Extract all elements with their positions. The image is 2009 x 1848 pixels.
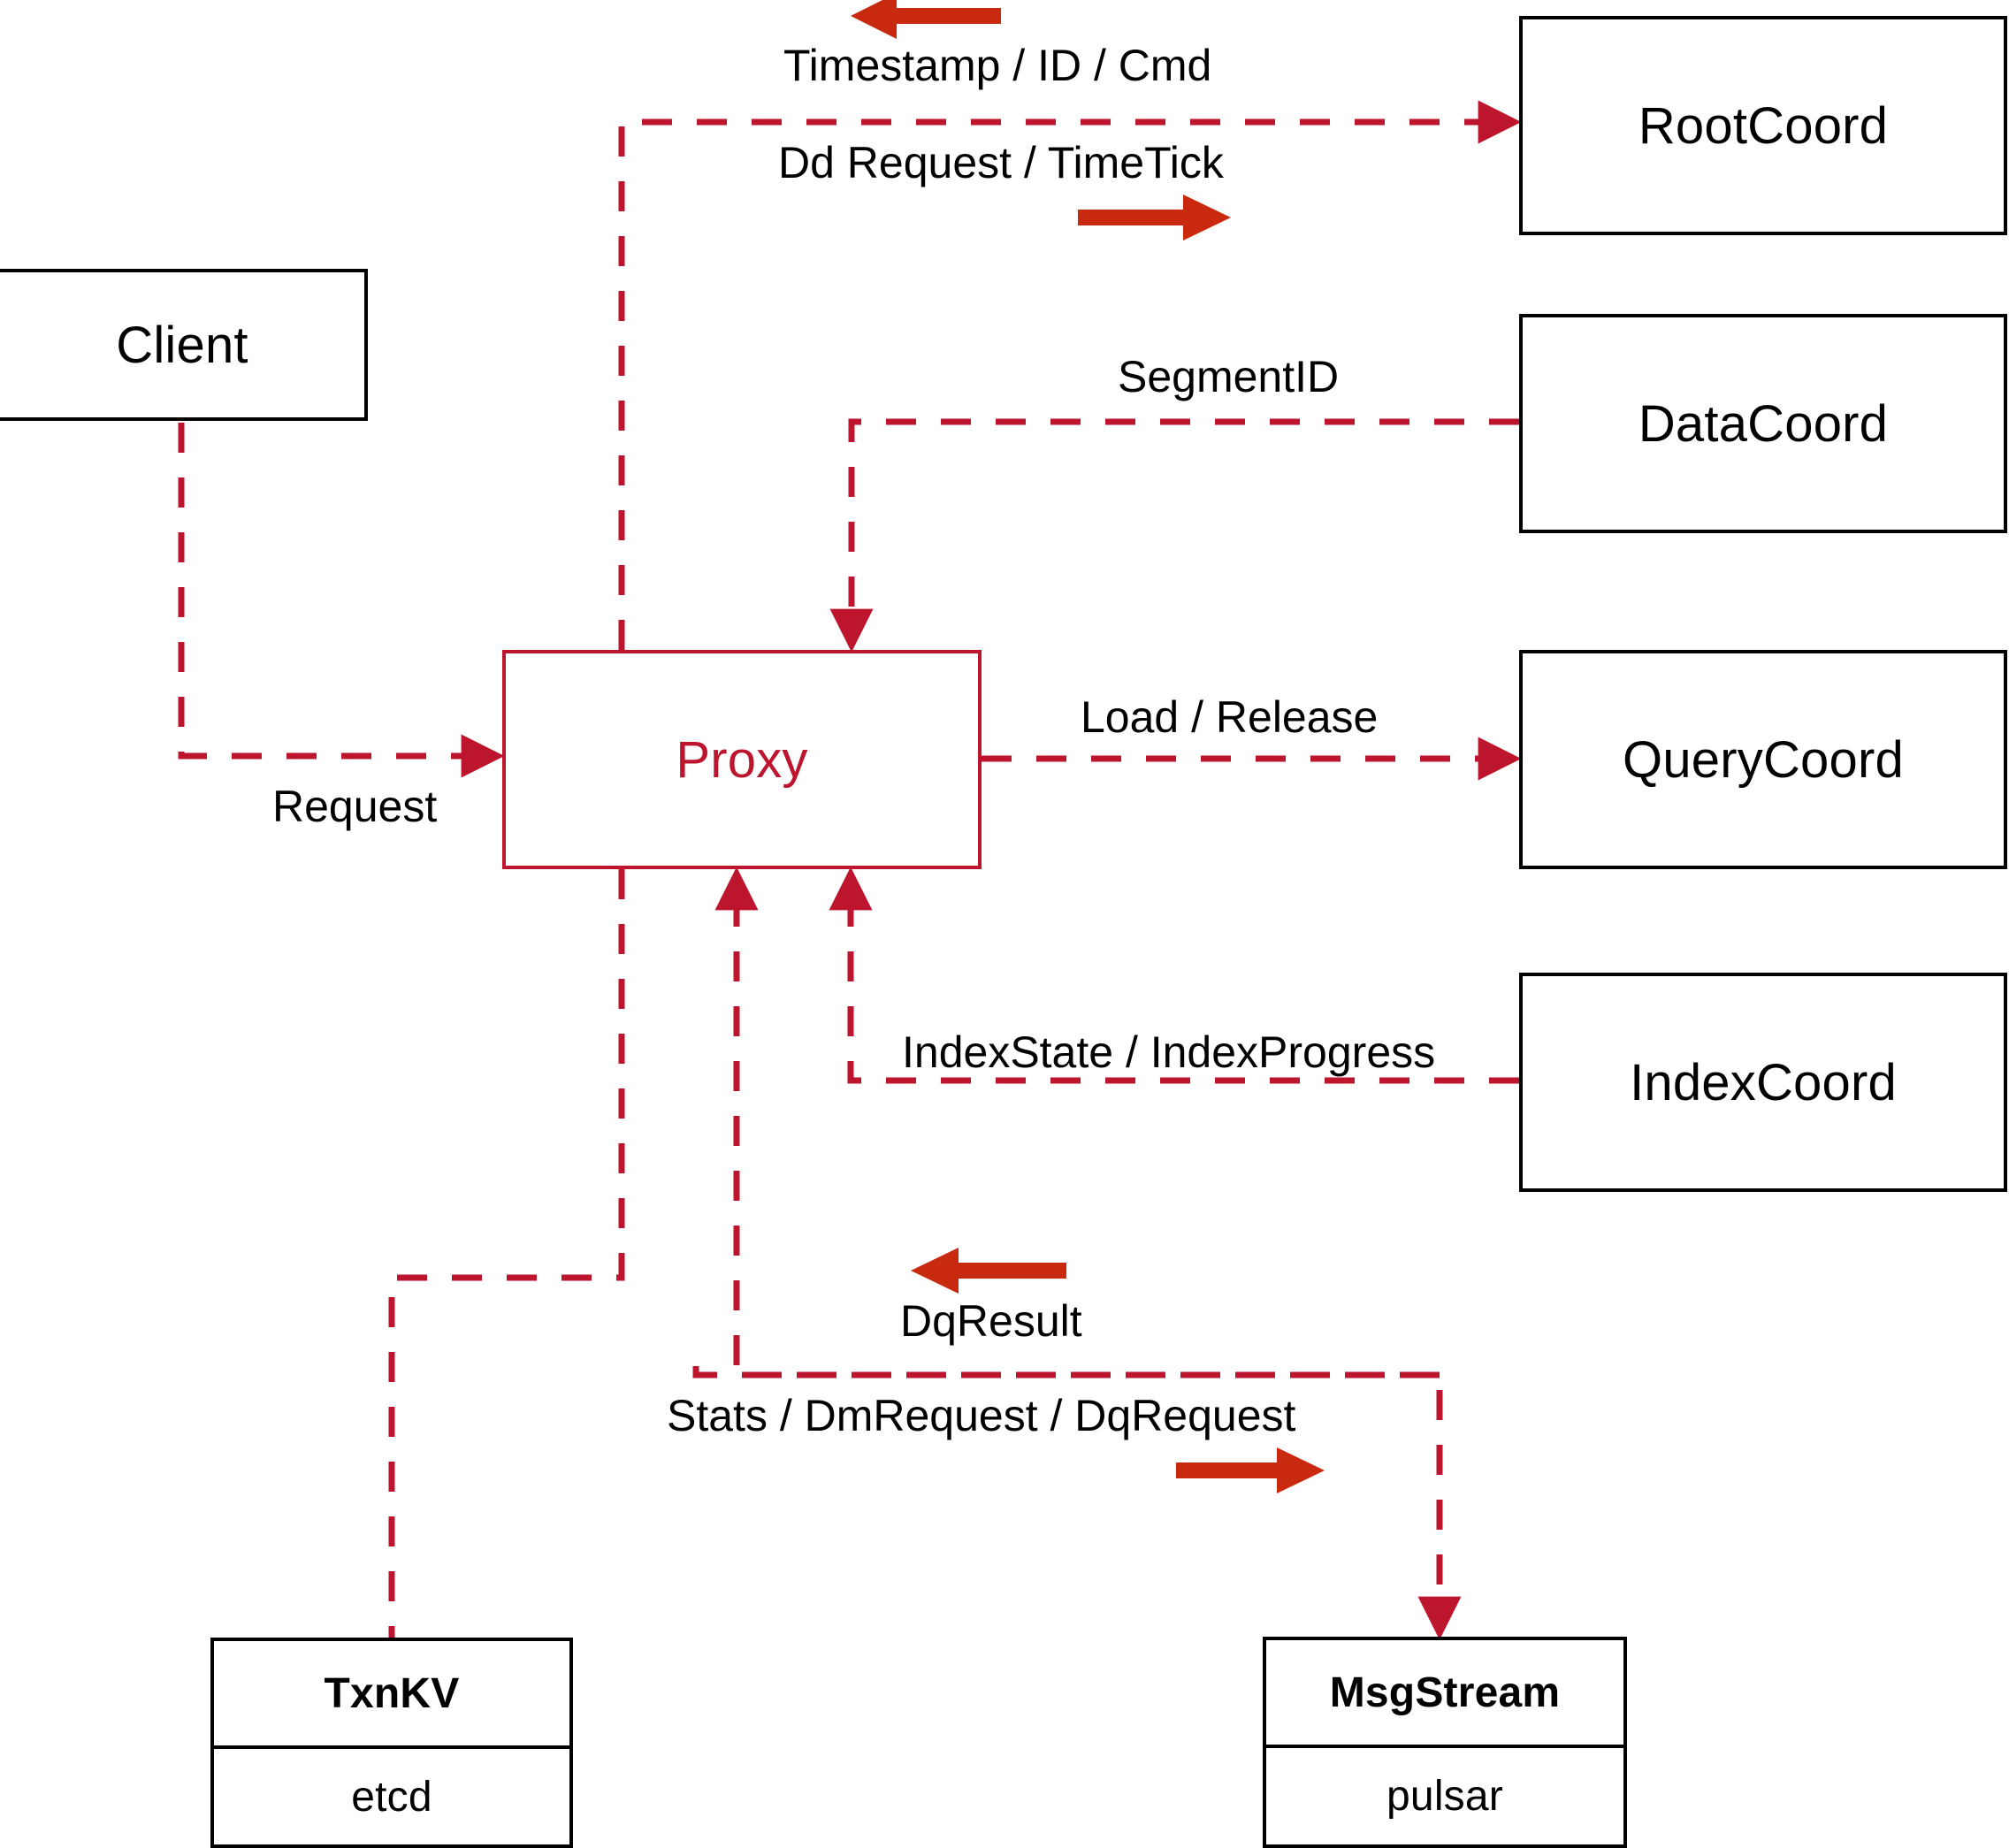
edge-indexcoord-proxy [829, 867, 1519, 1084]
node-querycoord[interactable]: QueryCoord [1519, 650, 2007, 869]
node-msgstream[interactable]: MsgStream pulsar [1263, 1637, 1627, 1848]
direction-arrow-timestamp [851, 0, 1001, 39]
edge-label-request: Request [272, 782, 438, 831]
edge-label-timestamp: Timestamp / ID / Cmd [783, 41, 1212, 90]
node-datacoord-label: DataCoord [1638, 394, 1889, 453]
node-querycoord-label: QueryCoord [1623, 730, 1904, 789]
node-msgstream-header: MsgStream [1266, 1640, 1623, 1748]
node-client[interactable]: Client [0, 269, 368, 421]
edge-client-proxy [178, 423, 505, 778]
node-txnkv-label: TxnKV [324, 1669, 460, 1717]
edge-label-stats: Stats / DmRequest / DqRequest [667, 1391, 1296, 1440]
edge-proxy-rootcoord [618, 100, 1522, 650]
edge-datacoord-proxy [829, 418, 1519, 653]
node-proxy-label: Proxy [676, 730, 808, 789]
node-indexcoord-label: IndexCoord [1630, 1053, 1897, 1111]
direction-arrow-stats [1176, 1447, 1325, 1493]
edge-label-dqresult: DqResult [900, 1296, 1082, 1346]
direction-arrow-ddrequest [1078, 195, 1231, 241]
node-msgstream-sublabel: pulsar [1386, 1773, 1503, 1820]
node-datacoord[interactable]: DataCoord [1519, 314, 2007, 533]
edge-msgstream-proxy [714, 867, 1440, 1378]
edge-label-indexstate: IndexState / IndexProgress [902, 1027, 1436, 1077]
node-txnkv-body: etcd [214, 1749, 569, 1844]
direction-arrow-dqresult [911, 1248, 1066, 1294]
edge-label-loadrelease: Load / Release [1081, 692, 1379, 742]
edge-proxy-txnkv [388, 869, 625, 1638]
node-proxy[interactable]: Proxy [502, 650, 982, 869]
node-txnkv-sublabel: etcd [351, 1773, 432, 1821]
node-txnkv[interactable]: TxnKV etcd [210, 1638, 573, 1848]
node-txnkv-header: TxnKV [214, 1641, 569, 1749]
node-msgstream-label: MsgStream [1329, 1669, 1561, 1716]
edge-proxy-msgstream [692, 1366, 1462, 1640]
edge-label-ddrequest: Dd Request / TimeTick [778, 138, 1224, 187]
node-indexcoord[interactable]: IndexCoord [1519, 973, 2007, 1192]
node-rootcoord[interactable]: RootCoord [1519, 16, 2007, 235]
edge-label-segmentid: SegmentID [1118, 352, 1340, 401]
node-rootcoord-label: RootCoord [1638, 96, 1889, 155]
node-msgstream-body: pulsar [1266, 1748, 1623, 1844]
node-client-label: Client [116, 316, 248, 374]
